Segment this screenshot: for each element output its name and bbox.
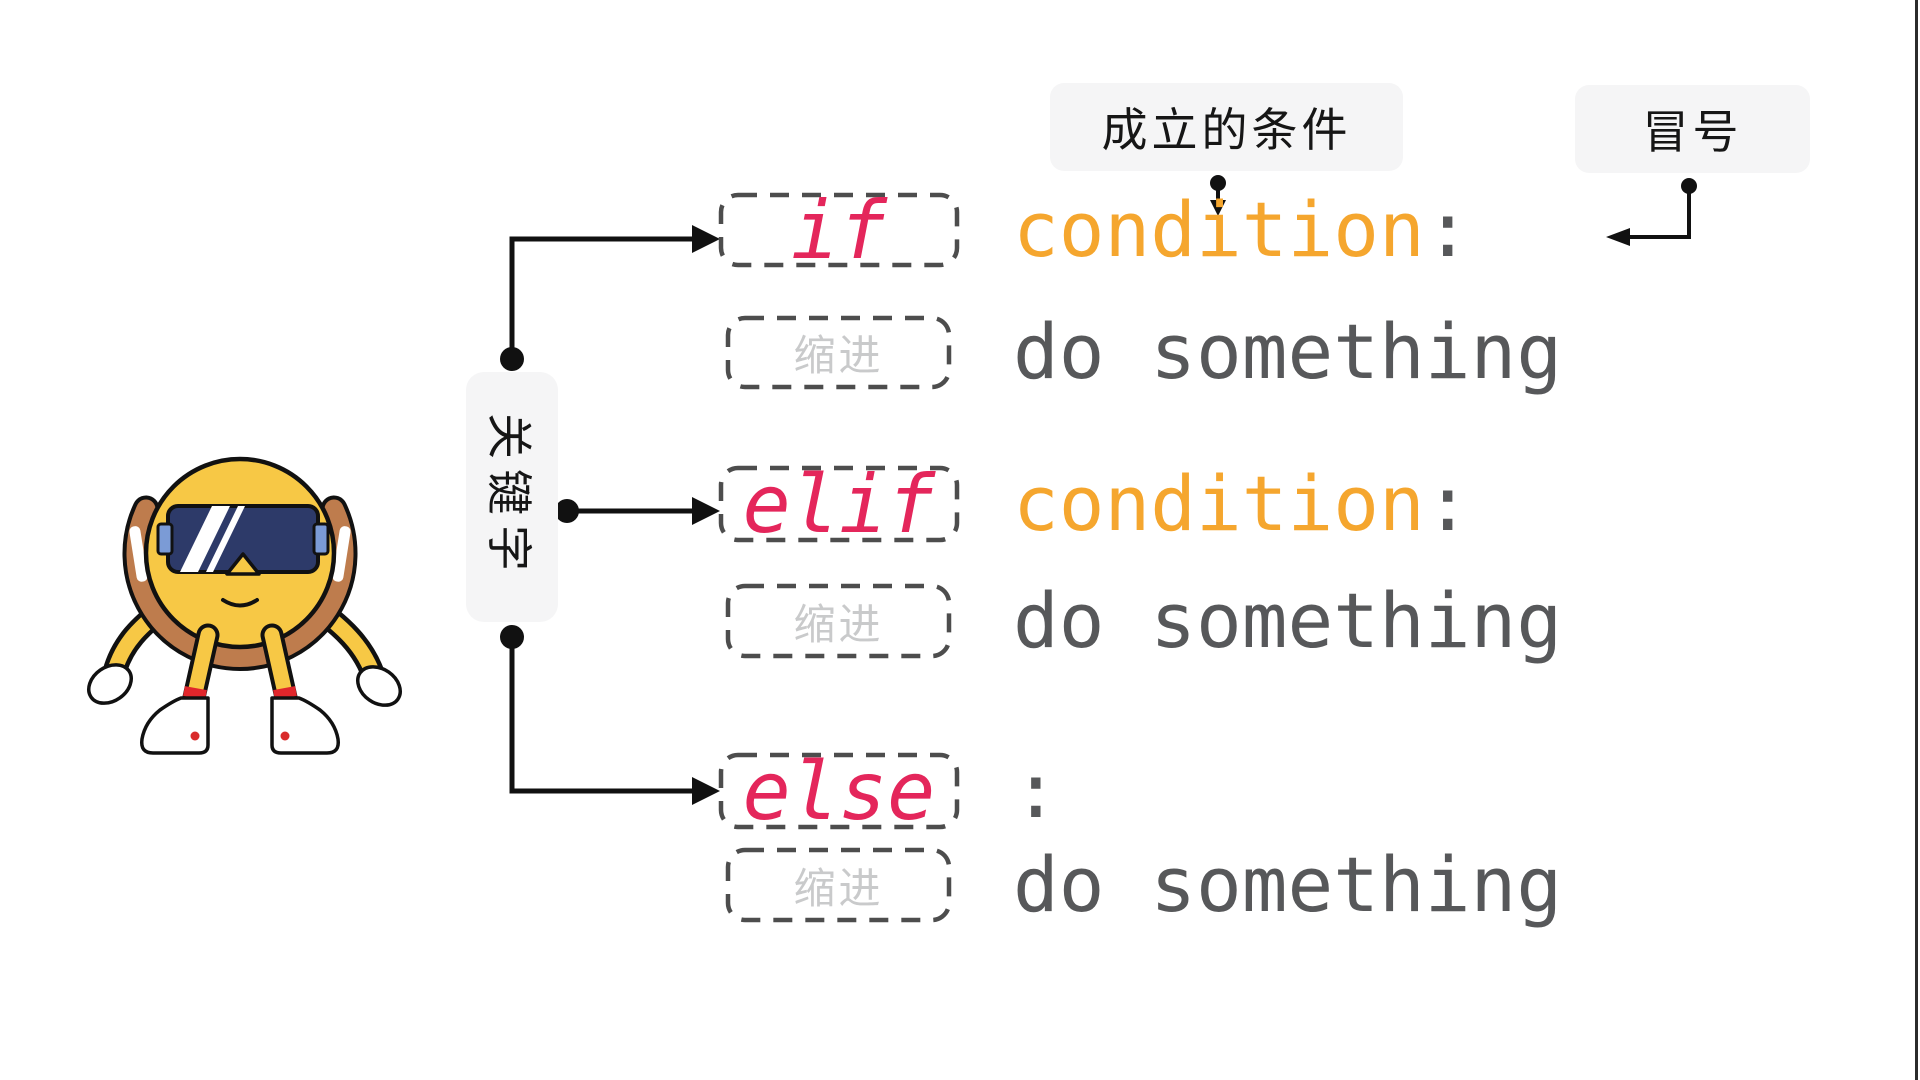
- connector-dot-bottom: [500, 625, 524, 649]
- else-keyword-box: else: [718, 744, 960, 838]
- arrowhead-if: [692, 225, 720, 253]
- connector-dot-top: [500, 347, 524, 371]
- if-condition-text: condition: [1013, 185, 1425, 274]
- indent-label: 缩进: [793, 600, 884, 648]
- arrowhead-elif: [692, 497, 720, 525]
- mascot-goggles-stripe-wide: [180, 506, 230, 572]
- else-body-line: do something: [1013, 840, 1563, 929]
- mascot-band-highlight-left: [129, 526, 148, 582]
- condition-note-label: 成立的条件: [1101, 104, 1352, 156]
- keyword-note-label: 关键字: [483, 413, 535, 581]
- if-body-line: do something: [1013, 307, 1563, 396]
- else-colon-line: :: [1013, 746, 1059, 836]
- colon-note: 冒号: [1575, 85, 1810, 173]
- screen-right-edge-line: [1915, 0, 1918, 1080]
- mascot-left-ankle-band: [183, 686, 207, 700]
- mascot-smile: [221, 598, 259, 608]
- connector-dot-middle: [555, 499, 579, 523]
- mascot-robot-illustration: [87, 456, 402, 755]
- indent-label: 缩进: [793, 864, 884, 912]
- elif-keyword-text: elif: [742, 457, 936, 551]
- elif-keyword-box: elif: [718, 457, 960, 551]
- indent-box-else: 缩进: [725, 847, 952, 923]
- else-colon: :: [1013, 746, 1059, 835]
- elif-colon: :: [1424, 459, 1471, 548]
- indent-box-if: 缩进: [725, 315, 952, 390]
- mascot-right-boot-dot: [280, 731, 290, 741]
- if-condition-line: condition:: [1013, 185, 1471, 275]
- elif-condition-text: condition: [1013, 459, 1425, 548]
- mascot-goggles-clip-right: [312, 522, 330, 556]
- keyword-note: 关键字: [466, 372, 558, 622]
- condition-note: 成立的条件: [1050, 83, 1403, 171]
- mascot-right-ankle-band: [273, 686, 297, 700]
- mascot-right-boot: [270, 696, 341, 755]
- mascot-goggles-stripe-thin: [206, 506, 245, 572]
- colon-note-label: 冒号: [1642, 106, 1743, 158]
- else-keyword-text: else: [742, 744, 936, 838]
- mascot-left-boot: [139, 696, 210, 755]
- arrow-keyword-to-if: [509, 236, 694, 360]
- elif-condition-line: condition:: [1013, 459, 1471, 549]
- if-keyword-box: if: [718, 183, 960, 277]
- elif-body-line: do something: [1013, 576, 1563, 665]
- indent-box-elif: 缩进: [725, 583, 952, 659]
- mascot-left-boot-dot: [190, 731, 200, 741]
- indent-label: 缩进: [793, 332, 884, 379]
- arrow-keyword-to-else: [509, 636, 694, 794]
- arrow-colon-note: [1606, 178, 1697, 246]
- mascot-goggles-nose-notch: [225, 552, 261, 576]
- mascot-right-hand: [356, 665, 402, 707]
- if-colon: :: [1424, 185, 1471, 274]
- if-keyword-text: if: [790, 183, 888, 277]
- mascot-goggles-clip-left: [156, 522, 174, 556]
- mascot-left-hand: [87, 663, 133, 705]
- arrowhead-else: [692, 777, 720, 805]
- mascot-band-highlight-right: [332, 526, 351, 582]
